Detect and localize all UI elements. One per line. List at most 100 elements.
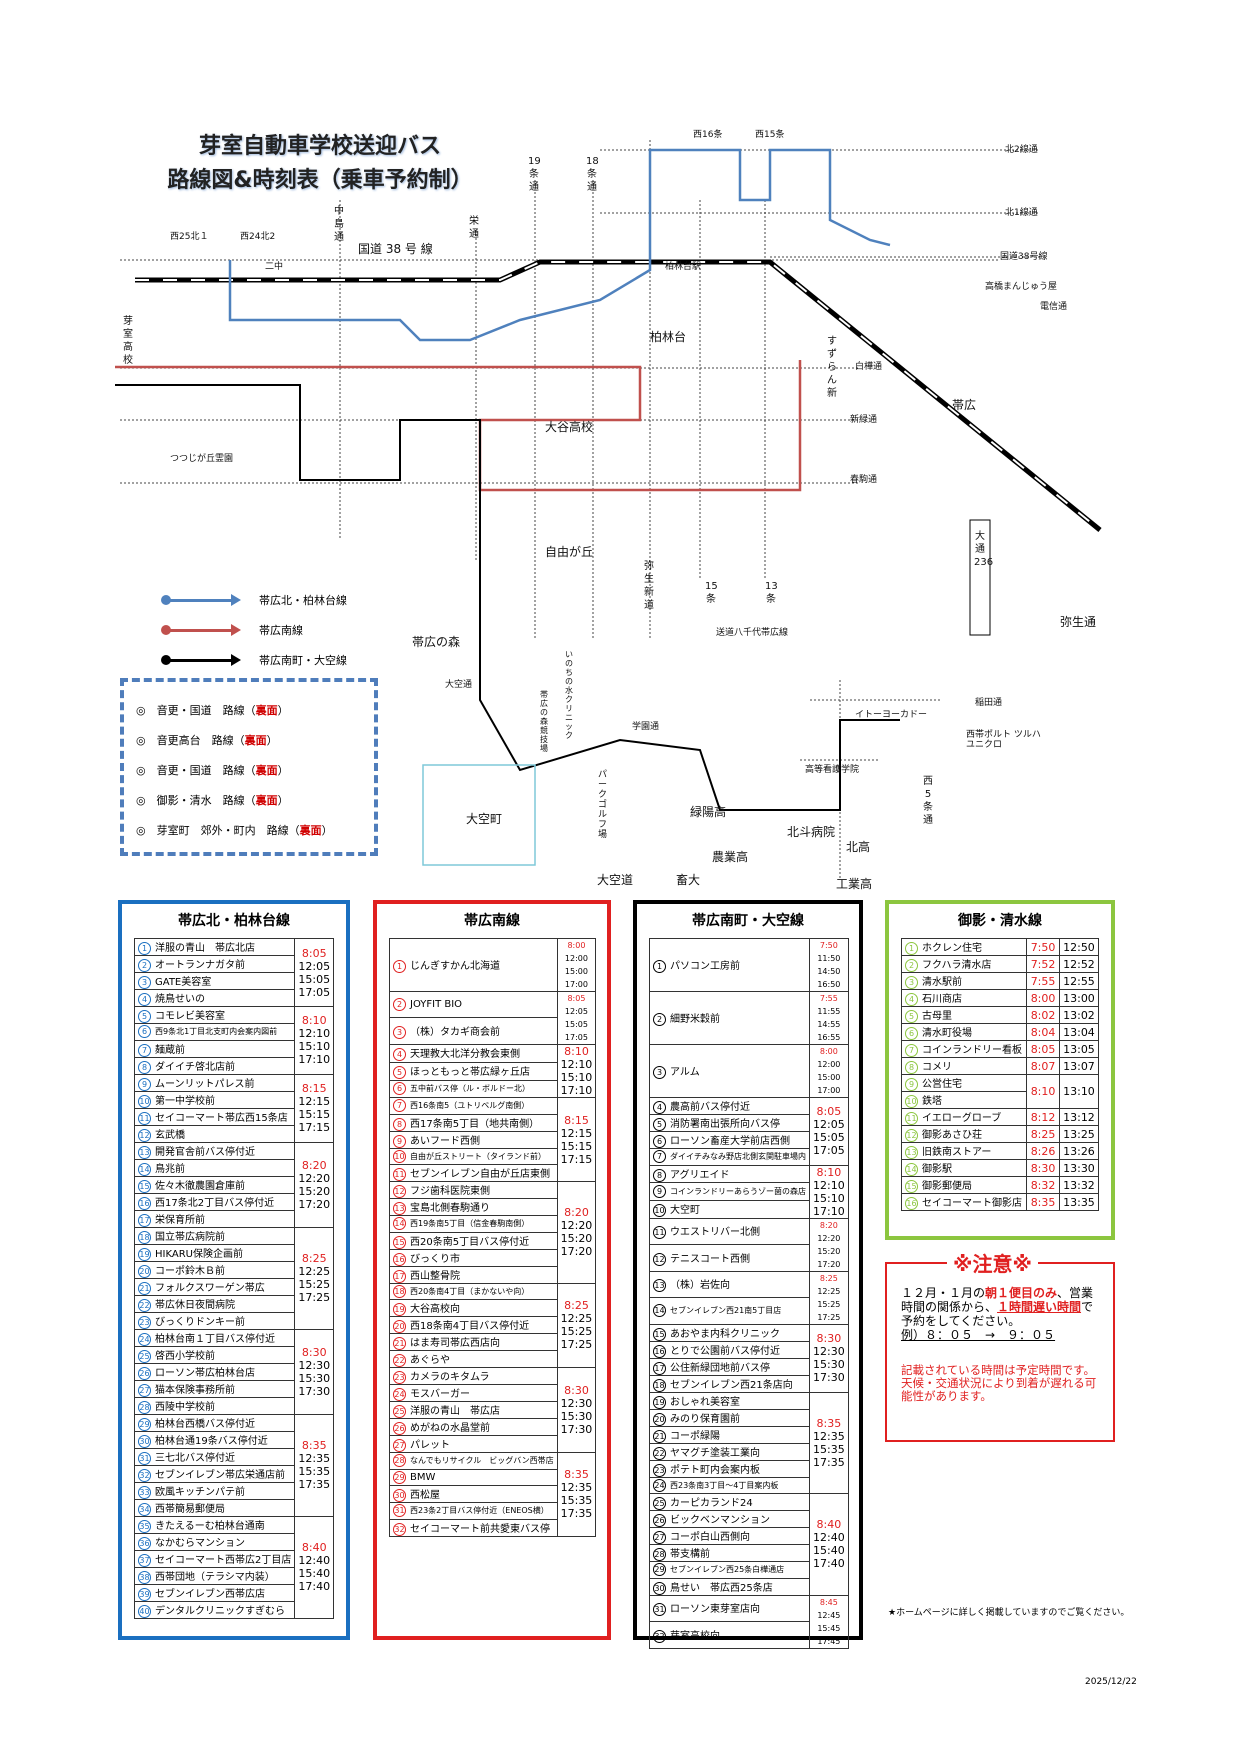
stop-number-icon: 24 xyxy=(653,1478,666,1492)
stop-number-icon: 39 xyxy=(138,1587,151,1600)
stop-number-icon: 16 xyxy=(905,1197,918,1210)
stop-number-icon: 23 xyxy=(138,1315,151,1328)
route-line-blue xyxy=(228,148,891,342)
stop-number-icon: 13 xyxy=(138,1145,151,1158)
morning-time: 8:05 xyxy=(1026,1040,1060,1058)
stop-number-icon: 11 xyxy=(393,1168,406,1181)
stop-number-icon: 18 xyxy=(393,1284,406,1298)
morning-time: 8:30 xyxy=(1026,1159,1060,1177)
panel-title: 帯広南町・大空線 xyxy=(692,913,804,929)
stop-number-icon: 8 xyxy=(138,1060,151,1073)
stop-number-icon: 30 xyxy=(393,1489,406,1502)
afternoon-time: 13:25 xyxy=(1058,1125,1100,1143)
route-line-black xyxy=(115,384,900,811)
stop-name: 3（株）タカギ商会前 xyxy=(389,1017,558,1045)
legend-item-red: 帯広南線 xyxy=(161,615,347,645)
stop-number-icon: 18 xyxy=(138,1230,151,1243)
departure-times: 8:35 12:35 15:35 17:35 xyxy=(809,1391,849,1494)
map-label: 春駒通 xyxy=(850,475,878,485)
afternoon-time: 12:52 xyxy=(1058,955,1100,973)
departure-times: 8:35 12:35 15:35 17:35 xyxy=(294,1413,335,1517)
notice-title: ※注意※ xyxy=(947,1248,1038,1277)
morning-time: 8:26 xyxy=(1026,1142,1060,1160)
stop-number-icon: 30 xyxy=(138,1434,151,1447)
morning-time: 8:10 xyxy=(1026,1074,1060,1109)
departure-times: 8:20 12:20 15:20 17:20 xyxy=(294,1141,335,1228)
map-label: 弥生通 xyxy=(1060,615,1097,629)
stop-number-icon: 17 xyxy=(653,1361,666,1374)
arrow-icon xyxy=(161,623,241,636)
stop-number-icon: 20 xyxy=(138,1264,151,1277)
stop-number-icon: 28 xyxy=(138,1400,151,1413)
stop-number-icon: 16 xyxy=(138,1196,151,1209)
map-label: 北2線通 xyxy=(1005,145,1038,155)
table-row: 3（株）タカギ商会前 xyxy=(389,1017,596,1045)
stop-number-icon: 16 xyxy=(653,1344,666,1357)
stop-number-icon: 14 xyxy=(905,1163,918,1176)
stop-number-icon: 15 xyxy=(905,1180,918,1193)
map-label: 北斗病院 xyxy=(787,825,836,839)
panel-title: 帯広南線 xyxy=(464,913,520,929)
afternoon-time: 13:30 xyxy=(1058,1159,1100,1177)
morning-time: 7:52 xyxy=(1026,955,1060,973)
departure-times: 8:30 12:30 15:30 17:30 xyxy=(294,1328,335,1415)
map-label: 大通 236 xyxy=(974,531,994,568)
stop-number-icon: 4 xyxy=(138,993,151,1006)
map-label: いのちの水クリニック xyxy=(565,650,573,740)
map-label: 電信通 xyxy=(1040,302,1068,312)
stop-number-icon: 11 xyxy=(653,1226,666,1240)
stop-number-icon: 25 xyxy=(653,1497,666,1510)
departure-times: 8:30 12:30 15:30 17:30 xyxy=(809,1323,849,1393)
map-label: 大谷高校 xyxy=(545,420,594,434)
stop-number-icon: 2 xyxy=(393,998,406,1012)
map-label: 18条通 xyxy=(586,156,599,193)
departure-times: 8:40 12:40 15:40 17:40 xyxy=(294,1515,335,1619)
stop-number-icon: 10 xyxy=(653,1204,666,1218)
route-map xyxy=(115,140,1102,880)
stop-number-icon: 8 xyxy=(905,1061,918,1074)
railway xyxy=(135,259,1102,532)
stop-number-icon: 12 xyxy=(138,1128,151,1141)
afternoon-time: 12:50 xyxy=(1058,938,1100,956)
morning-time: 8:04 xyxy=(1026,1023,1060,1041)
other-route-item: ◎ 音更・国道 路線（裏面） xyxy=(136,704,289,717)
